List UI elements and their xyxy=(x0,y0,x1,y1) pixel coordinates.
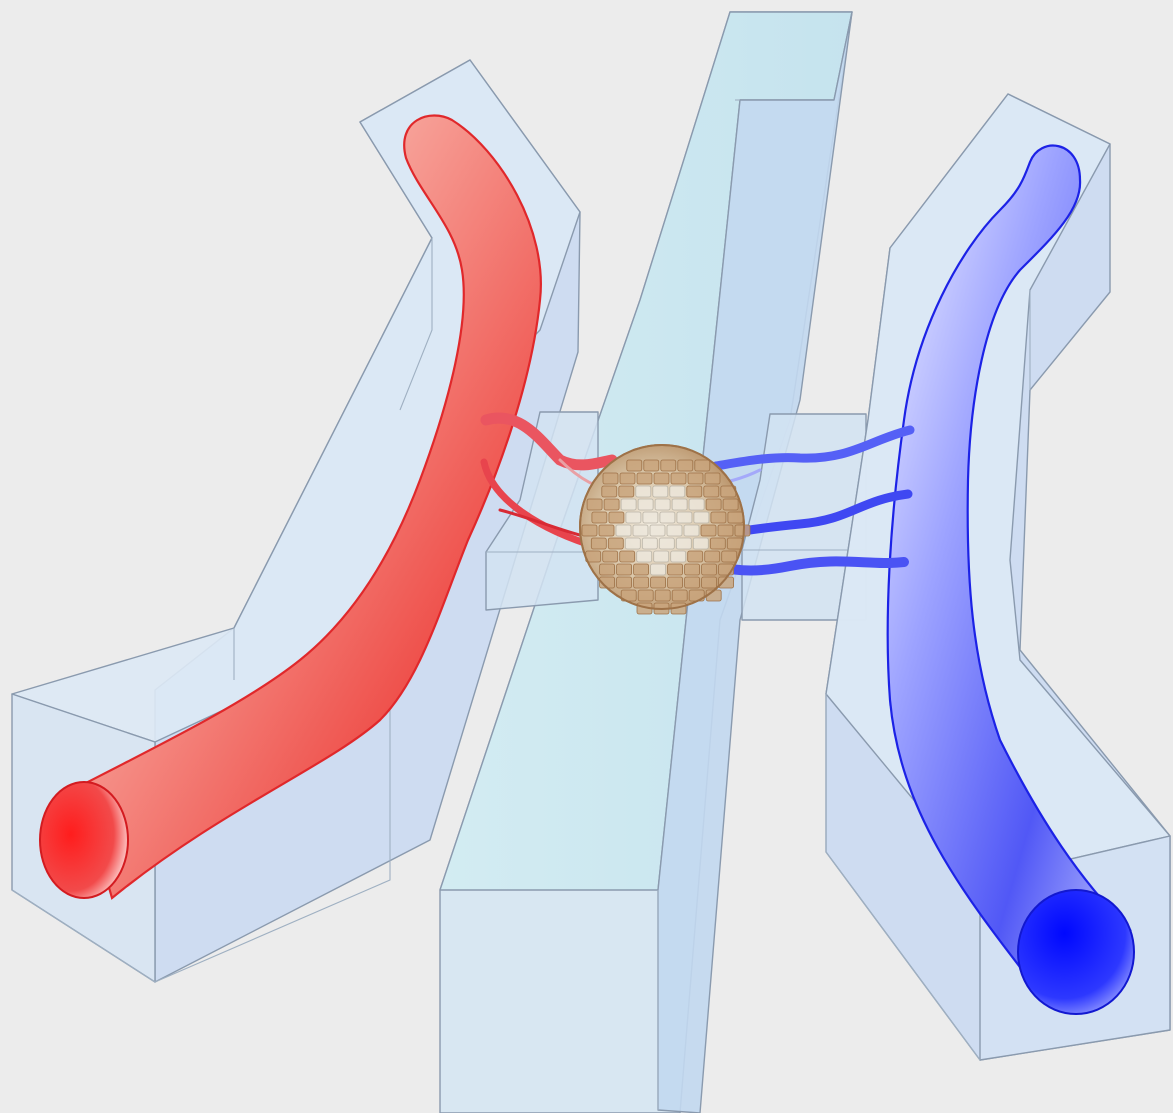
cell xyxy=(626,512,641,523)
cell xyxy=(722,551,737,562)
cell xyxy=(637,551,652,562)
cell xyxy=(684,525,699,536)
cell xyxy=(735,525,750,536)
cell xyxy=(704,486,719,497)
cell xyxy=(637,473,652,484)
cell xyxy=(638,590,653,601)
cell xyxy=(655,499,670,510)
cell xyxy=(654,473,669,484)
cell xyxy=(599,525,614,536)
cell xyxy=(685,577,700,588)
cell xyxy=(685,564,700,575)
cell xyxy=(603,473,618,484)
cell xyxy=(678,460,693,471)
cell xyxy=(705,551,720,562)
cell xyxy=(592,512,607,523)
cell xyxy=(617,577,632,588)
cell xyxy=(710,538,725,549)
cell xyxy=(651,564,666,575)
cell xyxy=(659,538,674,549)
cell xyxy=(671,551,686,562)
cell xyxy=(667,525,682,536)
cell xyxy=(672,499,687,510)
cell xyxy=(676,538,691,549)
cell xyxy=(636,486,651,497)
cell xyxy=(668,577,683,588)
cell xyxy=(701,525,716,536)
cell xyxy=(694,512,709,523)
cell xyxy=(633,525,648,536)
cell xyxy=(627,460,642,471)
cell xyxy=(670,486,685,497)
cell xyxy=(687,486,702,497)
cell xyxy=(702,577,717,588)
cell xyxy=(688,551,703,562)
cell xyxy=(668,564,683,575)
cell xyxy=(671,473,686,484)
cell xyxy=(587,499,602,510)
cell xyxy=(603,551,618,562)
cell xyxy=(604,499,619,510)
cell xyxy=(621,499,636,510)
cell xyxy=(653,486,668,497)
cell xyxy=(661,460,676,471)
cell xyxy=(706,499,721,510)
cell xyxy=(688,473,703,484)
cell xyxy=(705,473,720,484)
cell xyxy=(642,538,657,549)
cell xyxy=(600,564,615,575)
cell xyxy=(634,564,649,575)
cell xyxy=(689,499,704,510)
vein-opening xyxy=(1018,890,1134,1014)
cell xyxy=(728,512,743,523)
cell xyxy=(617,564,632,575)
cell xyxy=(711,512,726,523)
cell xyxy=(654,551,669,562)
cell xyxy=(620,473,635,484)
cell xyxy=(677,512,692,523)
cell xyxy=(638,499,653,510)
cell xyxy=(643,512,658,523)
cell xyxy=(644,460,659,471)
cell xyxy=(616,525,631,536)
cell xyxy=(655,590,670,601)
cell xyxy=(591,538,606,549)
cell xyxy=(727,538,742,549)
cell xyxy=(582,525,597,536)
cell xyxy=(723,499,738,510)
cell xyxy=(672,590,687,601)
cell xyxy=(702,564,717,575)
cell xyxy=(620,551,635,562)
cell xyxy=(625,538,640,549)
cell xyxy=(619,486,634,497)
cell xyxy=(609,512,624,523)
artery-opening xyxy=(40,782,128,898)
cell xyxy=(634,577,649,588)
cell xyxy=(651,577,666,588)
cell xyxy=(650,525,665,536)
cell xyxy=(695,460,710,471)
cell xyxy=(693,538,708,549)
cell xyxy=(660,512,675,523)
cell xyxy=(718,525,733,536)
cell xyxy=(602,486,617,497)
cell xyxy=(608,538,623,549)
